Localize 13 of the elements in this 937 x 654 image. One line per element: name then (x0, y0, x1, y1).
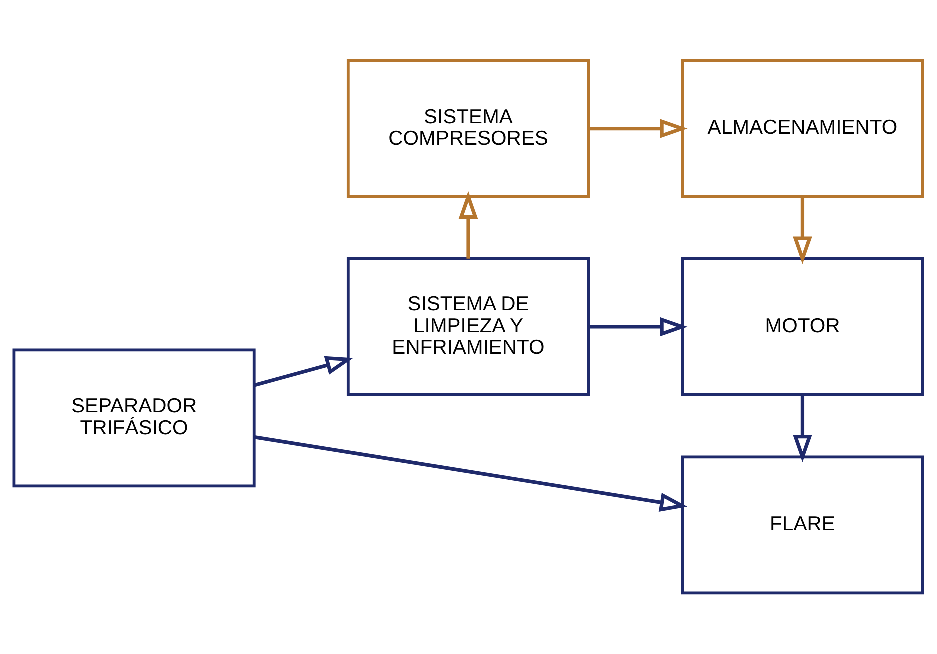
arrow (793, 196, 812, 264)
node-box: ALMACENAMIENTO (681, 59, 924, 198)
arrow (588, 317, 688, 337)
node-box: SISTEMA COMPRESORES (346, 59, 590, 198)
arrow (588, 119, 688, 138)
arrow (458, 191, 478, 259)
node-box: SISTEMA DE LIMPIEZA Y ENFRIAMIENTO (346, 258, 590, 396)
node-box: SEPARADOR TRIFÁSICO (12, 348, 256, 488)
arrow (254, 356, 354, 388)
node-box: FLARE (681, 456, 924, 595)
arrow (254, 436, 688, 512)
node-box: MOTOR (681, 258, 924, 396)
arrow (793, 395, 812, 463)
